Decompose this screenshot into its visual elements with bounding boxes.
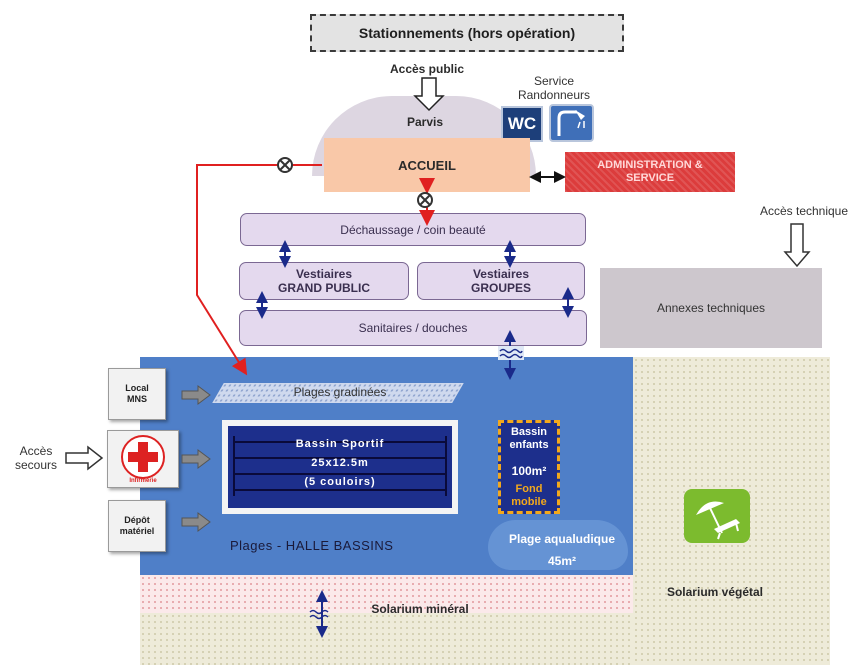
- no-entry-icon: [277, 157, 293, 173]
- sports-pool-water: Bassin Sportif 25x12.5m (5 couloirs): [228, 426, 452, 508]
- public-access-label: Accès public: [389, 62, 465, 76]
- infirmary-box: Infirmerie: [107, 430, 179, 488]
- splash-area-line2: 45m²: [547, 554, 576, 568]
- tiered-beaches-label: Plages gradinées: [293, 385, 387, 399]
- public-access-arrow-icon: [413, 77, 445, 112]
- equipment-storage-box: Dépôt matériel: [108, 500, 166, 552]
- wc-text: WC: [507, 114, 537, 133]
- emergency-access-line1: Accès: [19, 444, 53, 458]
- technical-annex-label: Annexes techniques: [656, 301, 766, 315]
- children-pool-title2: enfants: [509, 439, 549, 451]
- sports-pool-lanes: (5 couloirs): [304, 476, 376, 488]
- lockers-public-line2: GRAND PUBLIC: [278, 281, 370, 295]
- parking-label: Stationnements (hors opération): [358, 25, 576, 41]
- lifeguard-room-box: Local MNS: [108, 368, 166, 420]
- showers-label: Sanitaires / douches: [358, 321, 468, 335]
- parking-box: Stationnements (hors opération): [310, 14, 624, 52]
- children-pool-floor2: mobile: [511, 496, 547, 508]
- wave-arrow-icon: [309, 609, 329, 620]
- lifeguard-room-line2: MNS: [127, 394, 147, 404]
- emergency-access-label: Accès secours: [4, 444, 68, 472]
- splash-area-line1: Plage aqualudique: [508, 532, 616, 546]
- infirmary-arrow-icon: [181, 449, 211, 469]
- no-entry-icon: [417, 192, 433, 208]
- hikers-service-line1: Service: [533, 74, 574, 88]
- hikers-service-label: Service Randonneurs: [508, 74, 600, 102]
- reception-label: ACCUEIL: [398, 157, 456, 173]
- lockers-public-line1: Vestiaires: [295, 267, 353, 281]
- administration-line2: SERVICE: [625, 172, 675, 184]
- mineral-solarium-label: Solarium minéral: [371, 602, 469, 616]
- wc-icon: WC: [501, 106, 543, 142]
- sports-pool-size: 25x12.5m: [311, 457, 369, 469]
- lockers-public-box: Vestiaires GRAND PUBLIC: [239, 262, 409, 300]
- pool-lanes: [233, 436, 447, 496]
- children-pool-box: Bassin enfants 100m² Fond mobile: [498, 420, 560, 514]
- equipment-storage-line1: Dépôt: [124, 515, 150, 525]
- lockers-groups-line1: Vestiaires: [472, 267, 530, 281]
- sports-pool-box: Bassin Sportif 25x12.5m (5 couloirs): [222, 420, 458, 514]
- emergency-access-line2: secours: [14, 458, 58, 472]
- lockers-groups-box: Vestiaires GROUPES: [417, 262, 585, 300]
- hikers-service-line2: Randonneurs: [517, 88, 591, 102]
- pool-hall-label: Plages - HALLE BASSINS: [230, 538, 394, 553]
- technical-access-arrow-icon: [783, 223, 811, 268]
- sports-pool-title: Bassin Sportif: [295, 438, 385, 450]
- green-solarium-label: Solarium végétal: [666, 585, 764, 599]
- technical-annex-box: Annexes techniques: [600, 268, 822, 348]
- children-pool-floor1: Fond: [515, 483, 543, 495]
- technical-access-label: Accès technique: [759, 204, 849, 218]
- splash-area-label: Plage aqualudique 45m²: [488, 528, 636, 572]
- splash-area-blob: [488, 520, 628, 570]
- children-pool-title1: Bassin: [510, 426, 548, 438]
- lifeguard-arrow-icon: [181, 385, 211, 405]
- infirmary-label: Infirmerie: [129, 478, 157, 484]
- administration-line1: ADMINISTRATION &: [597, 159, 703, 171]
- lifeguard-room-line1: Local: [125, 383, 149, 393]
- solarium-mineral-zone: [140, 575, 633, 613]
- wave-arrow-icon: [498, 346, 524, 360]
- solarium-mineral-lower-zone: [140, 613, 633, 665]
- red-cross-icon: Infirmerie: [121, 435, 165, 484]
- shower-icon: [549, 104, 594, 142]
- circulation-red-arrow: [196, 164, 322, 376]
- lockers-groups-line2: GROUPES: [470, 281, 531, 295]
- administration-box: ADMINISTRATION & SERVICE: [565, 152, 735, 192]
- equipment-storage-line2: matériel: [119, 526, 155, 536]
- showers-box: Sanitaires / douches: [239, 310, 587, 346]
- parasol-icon: [684, 489, 750, 543]
- storage-arrow-icon: [181, 512, 211, 532]
- shoe-removal-label: Déchaussage / coin beauté: [340, 222, 486, 237]
- parvis-label: Parvis: [406, 115, 444, 129]
- emergency-access-arrow-icon: [65, 445, 104, 471]
- shoe-removal-box: Déchaussage / coin beauté: [240, 213, 586, 246]
- children-pool-area: 100m²: [511, 464, 547, 478]
